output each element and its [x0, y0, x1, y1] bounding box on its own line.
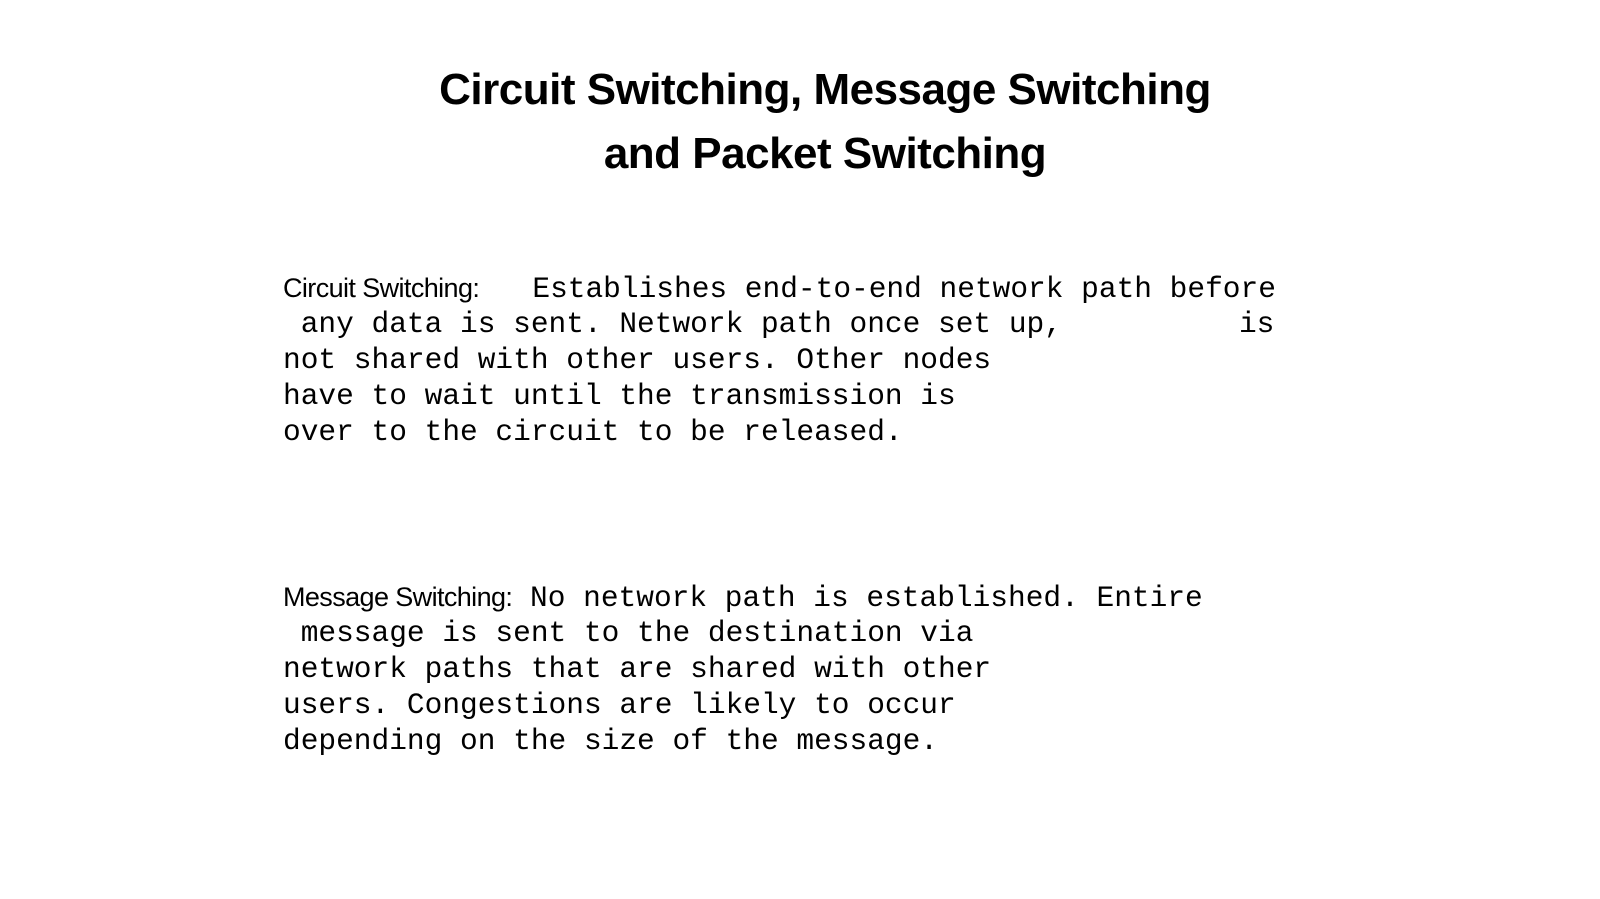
- slide-title: Circuit Switching, Message Switching and…: [300, 58, 1350, 186]
- paragraph-line: depending on the size of the message.: [283, 724, 939, 758]
- paragraph-line: over to the circuit to be released.: [283, 415, 903, 449]
- paragraph-line: any data is sent. Network path once set …: [283, 307, 1275, 341]
- paragraph-line: Message Switching: No network path is es…: [283, 579, 1323, 615]
- paragraph-text: Establishes end-to-end network path befo…: [479, 272, 1276, 306]
- paragraph-line: network paths that are shared with other: [283, 652, 992, 686]
- paragraph-line: users. Congestions are likely to occur: [283, 688, 956, 722]
- message-switching-label: Message Switching:: [283, 582, 513, 612]
- paragraph-line: message is sent to the destination via: [283, 616, 974, 650]
- paragraph-line: Circuit Switching: Establishes end-to-en…: [283, 270, 1323, 306]
- paragraph-text: No network path is established. Entire: [512, 581, 1203, 615]
- slide-title-line-2: and Packet Switching: [603, 129, 1047, 178]
- paragraph-line: have to wait until the transmission is: [283, 379, 956, 413]
- circuit-switching-paragraph: Circuit Switching: Establishes end-to-en…: [283, 270, 1323, 450]
- paragraph-line: not shared with other users. Other nodes: [283, 343, 992, 377]
- message-switching-paragraph: Message Switching: No network path is es…: [283, 579, 1323, 759]
- circuit-switching-label: Circuit Switching:: [283, 273, 480, 303]
- slide-title-line-1: Circuit Switching, Message Switching: [439, 65, 1211, 114]
